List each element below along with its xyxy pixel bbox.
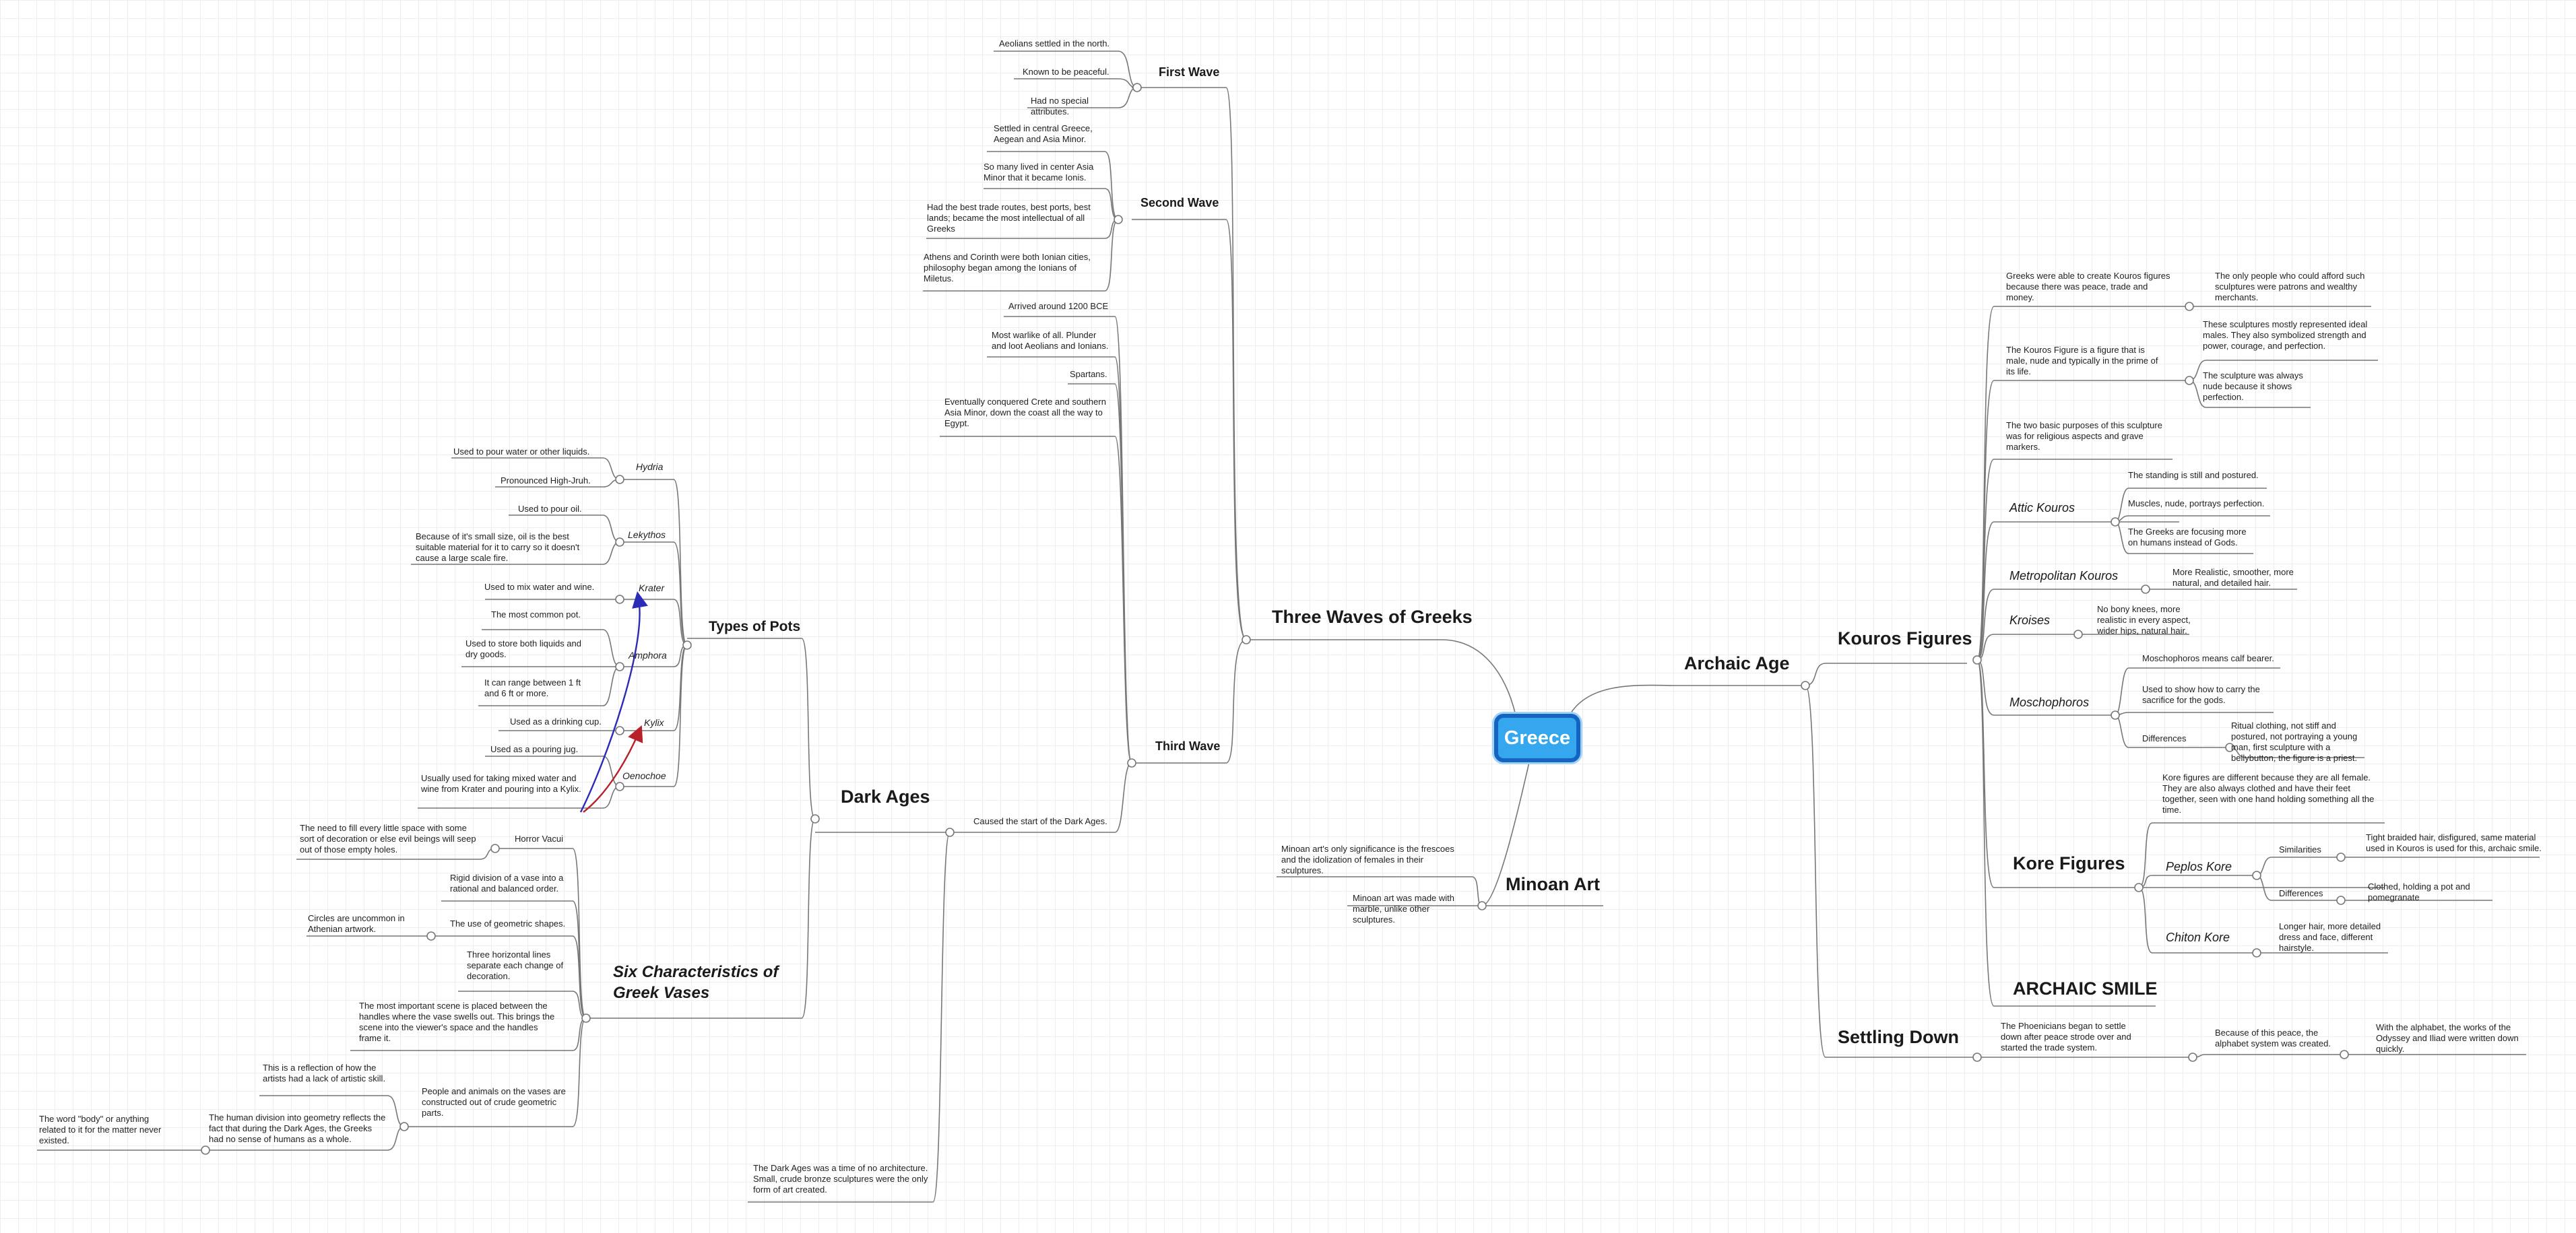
root-node[interactable]: Greece — [1494, 714, 1580, 762]
settling-alphabet: Because of this peace, the alphabet syst… — [2215, 1028, 2331, 1048]
krater-item-1: Used to mix water and wine. — [484, 582, 595, 592]
attic-item-3: The Greeks are focusing more on humans i… — [2128, 527, 2247, 547]
artistic-skill: This is a reflection of how the artists … — [263, 1063, 386, 1084]
settling-down-topic[interactable]: Settling Down — [1838, 1027, 1959, 1047]
hydria-item-2: Pronounced High-Jruh. — [501, 475, 591, 486]
hydria-label[interactable]: Hydria — [636, 461, 664, 472]
settling-phoenicians: The Phoenicians began to settle down aft… — [2001, 1021, 2131, 1053]
amphora-label[interactable]: Amphora — [629, 650, 667, 661]
metropolitan-kouros[interactable]: Metropolitan Kouros — [2009, 569, 2119, 582]
kore-intro: Kore figures are different because they … — [2162, 772, 2375, 815]
amphora-item-3: It can range between 1 ft and 6 ft or mo… — [484, 677, 581, 698]
attic-item-1: The standing is still and postured. — [2128, 470, 2259, 480]
lekythos-item-2: Because of it's small size, oil is the b… — [416, 531, 580, 563]
kouros-male: The Kouros Figure is a figure that is ma… — [2006, 345, 2158, 376]
horror-vacui[interactable]: Horror Vacui — [515, 834, 564, 844]
kroises-item-1: No bony knees, more realistic in every a… — [2097, 604, 2191, 636]
third-wave-item-1: Arrived around 1200 BCE — [1008, 301, 1109, 311]
dark-ages-note: The Dark Ages was a time of no architect… — [753, 1163, 928, 1195]
third-wave-item-2: Most warlike of all. Plunder and loot Ae… — [992, 330, 1109, 351]
kouros-purposes: The two basic purposes of this sculpture… — [2006, 420, 2162, 452]
peplos-similarities-label[interactable]: Similarities — [2279, 844, 2321, 855]
settling-odyssey: With the alphabet, the works of the Odys… — [2376, 1022, 2519, 1054]
three-waves-topic[interactable]: Three Waves of Greeks — [1272, 607, 1473, 627]
kylix-item-1: Used as a drinking cup. — [510, 717, 602, 727]
moschophoros[interactable]: Moschophoros — [2009, 696, 2090, 709]
second-wave-item-4: Athens and Corinth were both Ionian citi… — [924, 252, 1091, 284]
important-scene: The most important scene is placed betwe… — [359, 1001, 555, 1043]
second-wave-item-1: Settled in central Greece, Aegean and As… — [994, 123, 1093, 144]
second-wave-item-3: Had the best trade routes, best ports, b… — [927, 202, 1091, 234]
types-of-pots-topic[interactable]: Types of Pots — [709, 619, 801, 634]
kouros-figures-topic[interactable]: Kouros Figures — [1838, 628, 1972, 648]
people-animals: People and animals on the vases are cons… — [422, 1086, 566, 1118]
first-wave-item-3: Had no special attributes. — [1031, 96, 1089, 116]
archaic-smile[interactable]: ARCHAIC SMILE — [2013, 978, 2158, 999]
peplos-similarities: Tight braided hair, disfigured, same mat… — [2366, 832, 2542, 853]
kroises[interactable]: Kroises — [2009, 613, 2051, 627]
kylix-relation-arrow — [583, 725, 643, 813]
kouros-nude: The sculpture was always nude because it… — [2203, 370, 2303, 402]
minoan-art-topic[interactable]: Minoan Art — [1506, 874, 1600, 894]
metropolitan-item-1: More Realistic, smoother, more natural, … — [2172, 567, 2294, 588]
three-lines: Three horizontal lines separate each cha… — [467, 949, 564, 981]
hydria-item-1: Used to pour water or other liquids. — [453, 446, 590, 457]
geometric-detail: Circles are uncommon in Athenian artwork… — [308, 913, 405, 934]
kouros-patrons: The only people who could afford such sc… — [2215, 271, 2365, 302]
third-wave-item-3: Spartans. — [1070, 369, 1107, 379]
second-wave-topic[interactable]: Second Wave — [1140, 196, 1219, 209]
human-division: The human division into geometry reflect… — [209, 1112, 386, 1144]
kylix-label[interactable]: Kylix — [644, 717, 664, 728]
kouros-peace: Greeks were able to create Kouros figure… — [2006, 271, 2170, 302]
first-wave-item-2: Known to be peaceful. — [1023, 67, 1109, 77]
first-wave-item-1: Aeolians settled in the north. — [999, 38, 1110, 48]
moschophoros-differences: Ritual clothing, not stiff and postured,… — [2231, 721, 2358, 763]
archaic-age-topic[interactable]: Archaic Age — [1684, 653, 1790, 673]
geometric-shapes: The use of geometric shapes. — [450, 919, 566, 929]
moschophoros-item-2: Used to show how to carry the sacrifice … — [2142, 684, 2260, 705]
kore-figures-topic[interactable]: Kore Figures — [2013, 853, 2125, 873]
kouros-ideal: These sculptures mostly represented idea… — [2203, 319, 2368, 351]
minoan-item-1: Minoan art's only significance is the fr… — [1281, 844, 1454, 875]
amphora-item-1: The most common pot. — [491, 609, 581, 620]
krater-relation-arrow — [579, 591, 648, 813]
peplos-kore[interactable]: Peplos Kore — [2166, 860, 2232, 873]
horror-vacui-detail: The need to fill every little space with… — [300, 823, 476, 855]
peplos-differences-label[interactable]: Differences — [2279, 888, 2323, 898]
attic-item-2: Muscles, nude, portrays perfection. — [2128, 498, 2265, 508]
lekythos-item-1: Used to pour oil. — [518, 504, 582, 514]
six-characteristics-topic[interactable]: Six Characteristics of Greek Vases — [613, 963, 779, 1002]
oenochoe-item-2: Usually used for taking mixed water and … — [421, 773, 581, 794]
chiton-kore[interactable]: Chiton Kore — [2166, 931, 2230, 944]
oenochoe-label[interactable]: Oenochoe — [622, 770, 666, 781]
first-wave-topic[interactable]: First Wave — [1159, 65, 1220, 79]
third-wave-item-4: Eventually conquered Crete and southern … — [944, 397, 1106, 428]
body-word: The word "body" or anything related to i… — [39, 1114, 162, 1145]
chiton-item-1: Longer hair, more detailed dress and fac… — [2279, 921, 2381, 953]
rigid-division: Rigid division of a vase into a rational… — [450, 873, 564, 894]
amphora-item-2: Used to store both liquids and dry goods… — [465, 638, 581, 659]
minoan-item-2: Minoan art was made with marble, unlike … — [1353, 893, 1455, 925]
peplos-differences: Clothed, holding a pot and pomegranate — [2368, 881, 2470, 902]
attic-kouros[interactable]: Attic Kouros — [2009, 501, 2075, 514]
lekythos-label[interactable]: Lekythos — [628, 529, 666, 540]
moschophoros-item-1: Moschophoros means calf bearer. — [2142, 653, 2274, 663]
oenochoe-item-1: Used as a pouring jug. — [490, 744, 579, 754]
third-wave-item-5: Caused the start of the Dark Ages. — [973, 816, 1107, 826]
dark-ages-topic[interactable]: Dark Ages — [841, 787, 930, 807]
moschophoros-differences-label[interactable]: Differences — [2142, 733, 2187, 743]
second-wave-item-2: So many lived in center Asia Minor that … — [984, 162, 1094, 182]
krater-label[interactable]: Krater — [639, 582, 665, 593]
third-wave-topic[interactable]: Third Wave — [1155, 739, 1221, 753]
